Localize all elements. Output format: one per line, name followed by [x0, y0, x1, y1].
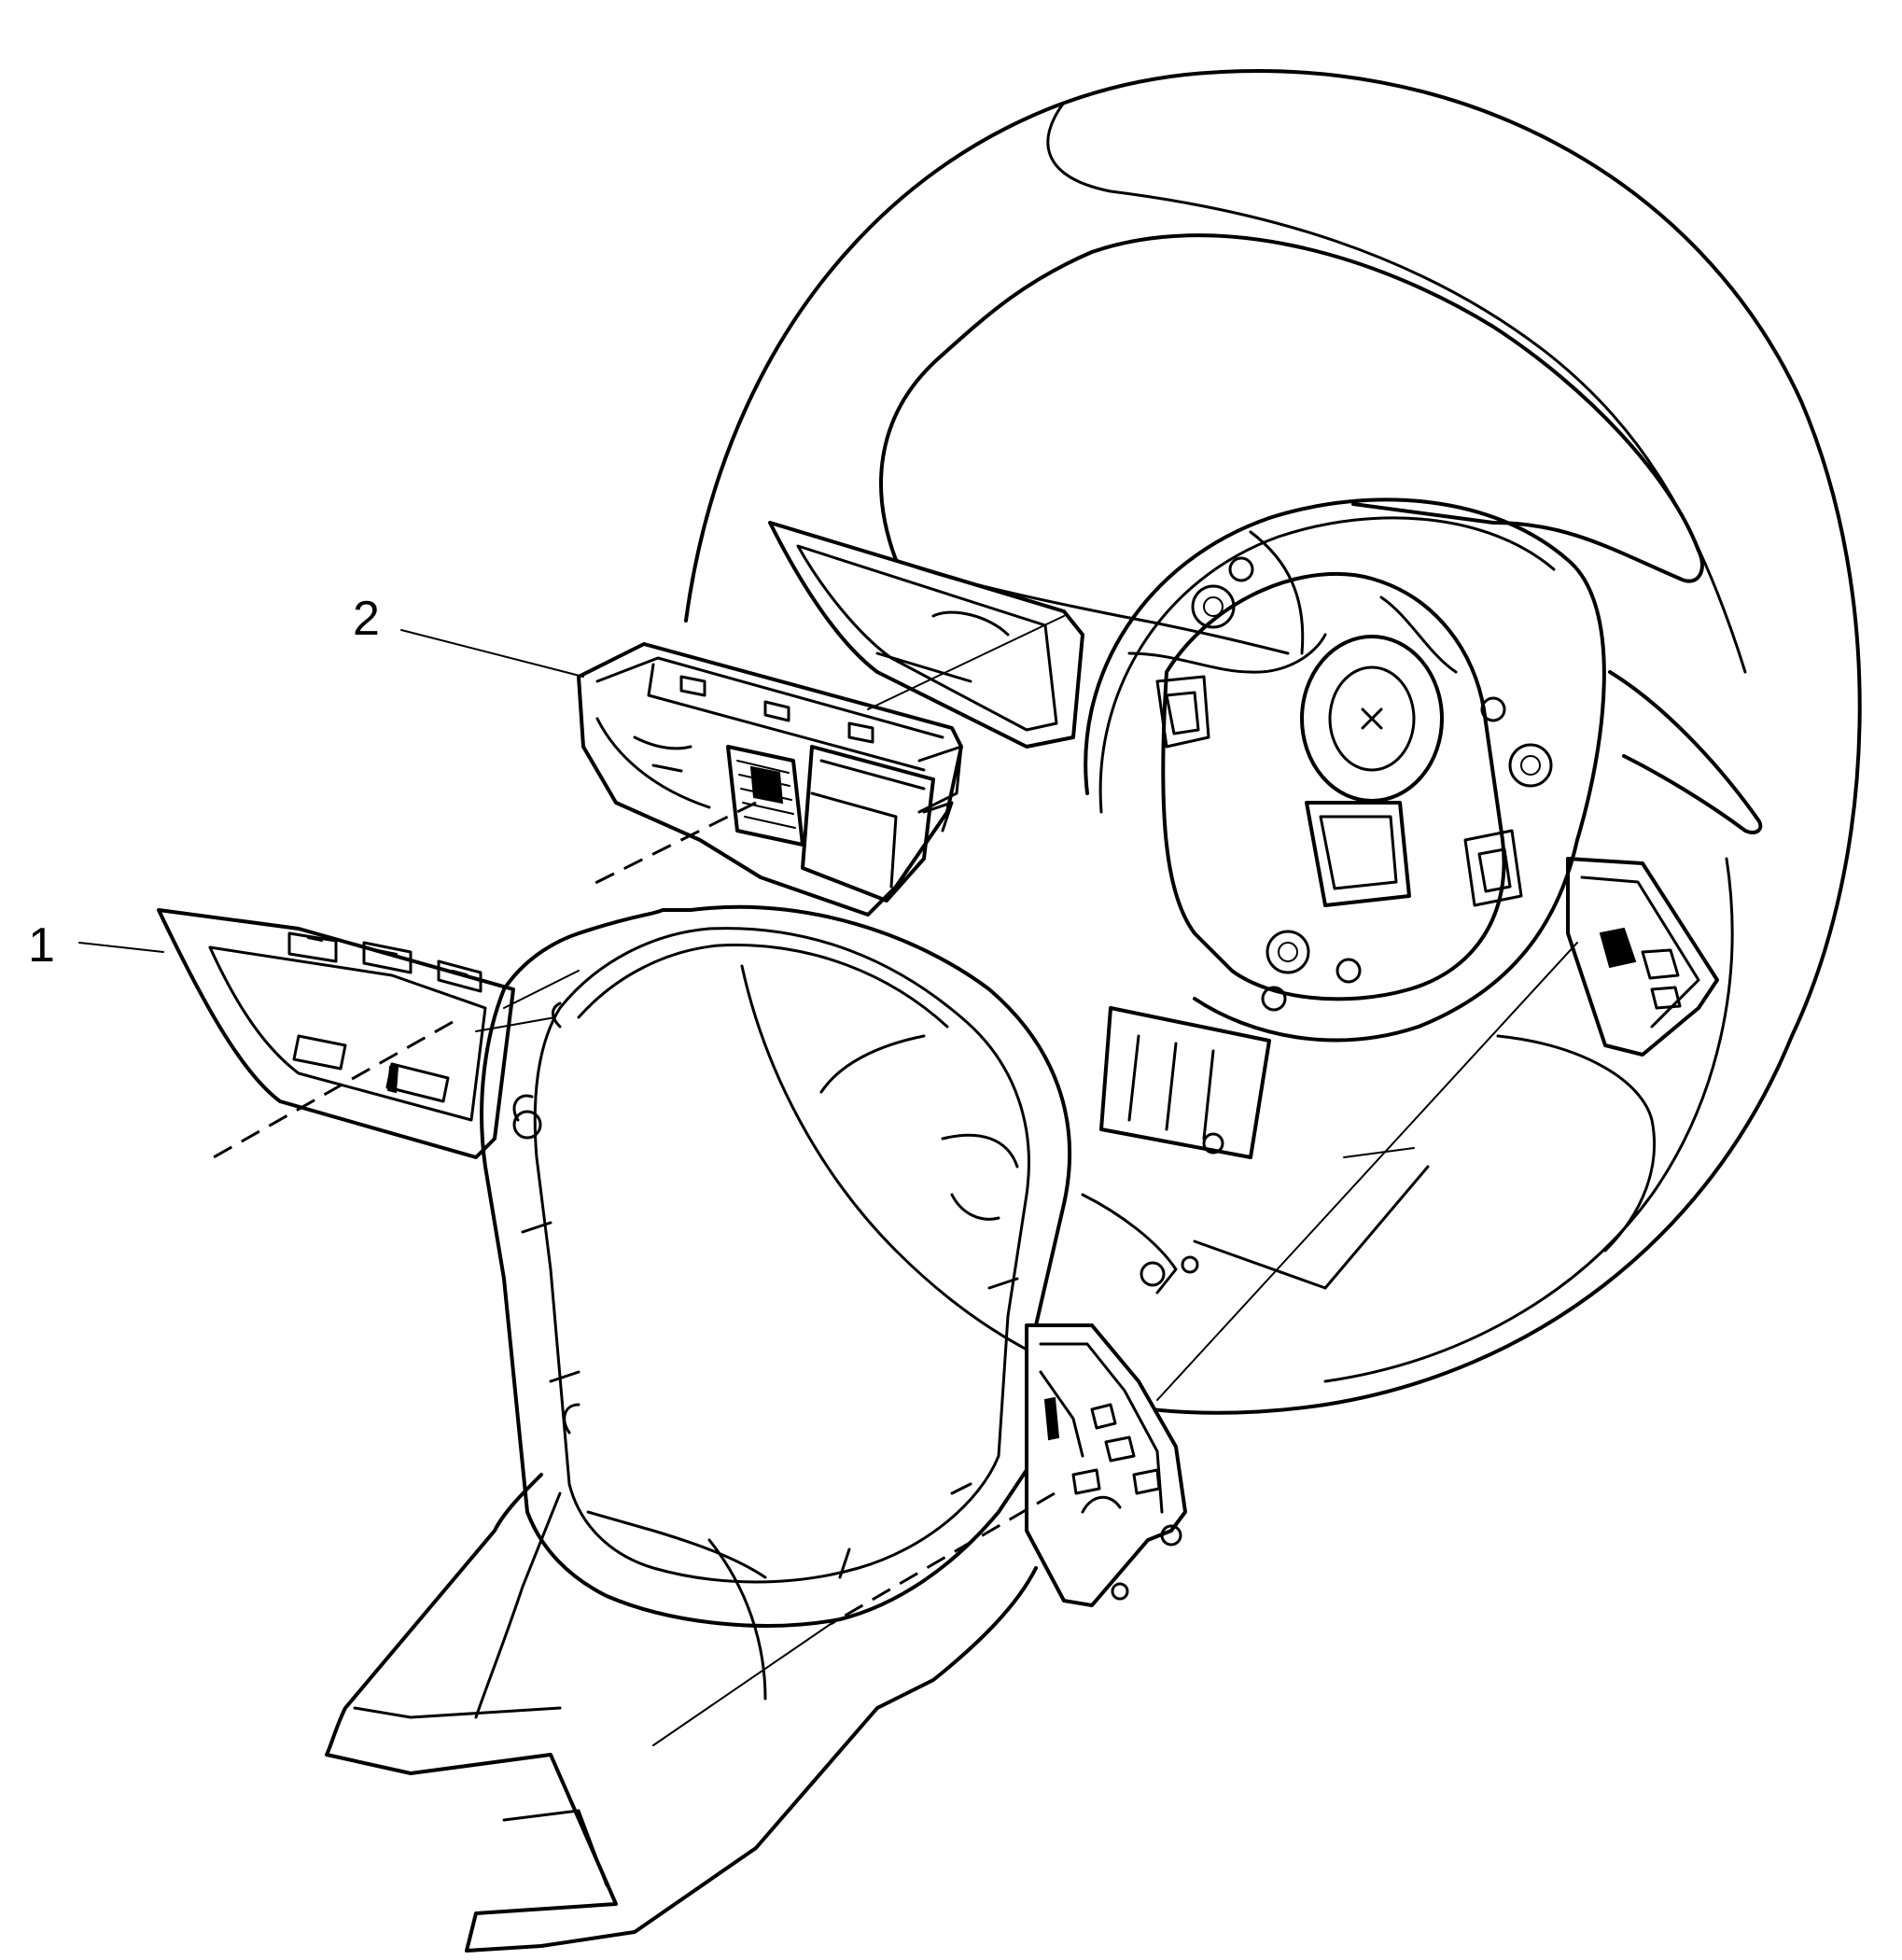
steering-wheel-rear-cover [325, 904, 1071, 1953]
right-switch-installed [1566, 857, 1719, 1057]
callout-2-label: 2 [353, 592, 380, 646]
left-spoke-bezel-component-1 [157, 908, 515, 1159]
steering-wheel-rim [684, 69, 1862, 1415]
left-spoke-trim-installed [768, 521, 1084, 749]
leader-lines [78, 615, 1578, 1746]
callout-1-label: 1 [28, 918, 55, 973]
switch-assembly-component-2 [577, 642, 963, 917]
right-spoke-bezel [1025, 1323, 1187, 1607]
steering-wheel-hub [1081, 497, 1606, 1295]
